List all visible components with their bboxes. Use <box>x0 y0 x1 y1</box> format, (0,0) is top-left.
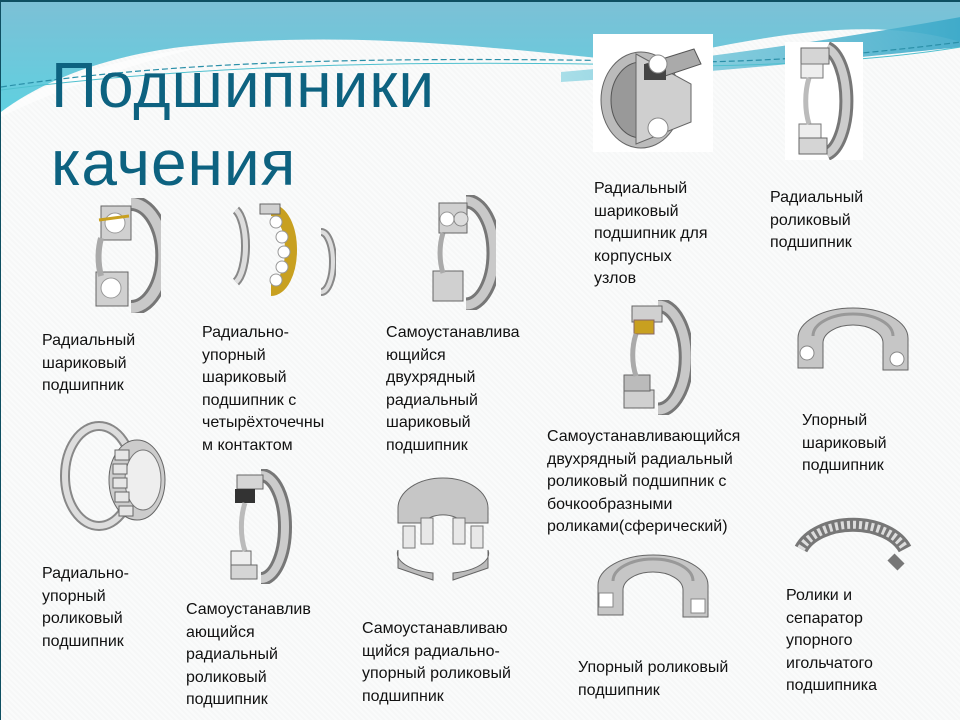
spherical-roller-bearing-icon <box>623 300 691 415</box>
caption-tapered-roller: Радиально- упорный роликовый подшипник <box>42 565 129 650</box>
housing-ball-bearing-icon <box>600 48 702 149</box>
tapered-roller-bearing-icon <box>60 421 166 531</box>
thrust-ball-bearing-icon <box>797 307 909 371</box>
caption-needle-thrust-cage: Ролики и сепаратор упорного игольчатого … <box>786 587 878 694</box>
title-line-1: Подшипники <box>51 49 436 121</box>
title-line-2: качения <box>51 127 297 199</box>
caption-housing-radial-ball: Радиальный шариковый подшипник для корпу… <box>594 180 708 287</box>
caption-spherical-roller: Самоустанавливающийся двухрядный радиаль… <box>547 428 741 535</box>
needle-thrust-cage-icon <box>794 517 912 571</box>
caption-thrust-roller: Упорный роликовый подшипник <box>578 659 729 699</box>
self-aligning-ball-bearing-icon <box>432 195 496 310</box>
caption-radial-roller: Радиальный роликовый подшипник <box>770 189 864 251</box>
caption-four-point-contact: Радиально- упорный шариковый подшипник с… <box>202 324 325 454</box>
caption-self-aligning-ball: Самоустанавлива ющийся двухрядный радиал… <box>386 324 520 454</box>
four-point-contact-bearing-icon <box>232 203 336 296</box>
caption-thrust-ball: Упорный шариковый подшипник <box>802 412 887 474</box>
spherical-thrust-roller-bearing-icon <box>396 477 490 581</box>
radial-roller-bearing-icon <box>798 42 854 160</box>
caption-self-aligning-roller: Самоустанавлив ающийся радиальный ролико… <box>186 601 311 708</box>
slide-title: Подшипники качения <box>51 46 435 202</box>
radial-ball-bearing-icon <box>95 198 161 313</box>
self-aligning-roller-bearing-icon <box>230 469 292 584</box>
thrust-roller-bearing-icon <box>597 554 709 618</box>
caption-spherical-thrust-roller: Самоустанавливаю щийся радиально- упорны… <box>362 620 511 705</box>
caption-radial-ball: Радиальный шариковый подшипник <box>42 332 136 394</box>
